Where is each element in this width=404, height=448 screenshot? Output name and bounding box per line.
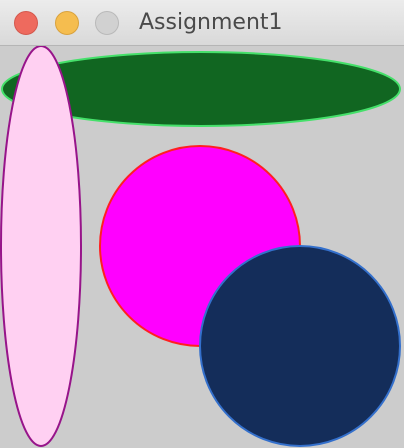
pink-ellipse — [0, 46, 82, 447]
drawing-canvas — [0, 46, 404, 448]
green-ellipse — [1, 51, 401, 127]
close-icon[interactable] — [14, 11, 38, 35]
shapes-svg — [0, 46, 404, 448]
title-bar[interactable]: Assignment1 — [0, 0, 404, 46]
window-title: Assignment1 — [139, 10, 283, 35]
minimize-icon[interactable] — [55, 11, 79, 35]
zoom-icon[interactable] — [95, 11, 119, 35]
navy-circle — [199, 245, 401, 447]
